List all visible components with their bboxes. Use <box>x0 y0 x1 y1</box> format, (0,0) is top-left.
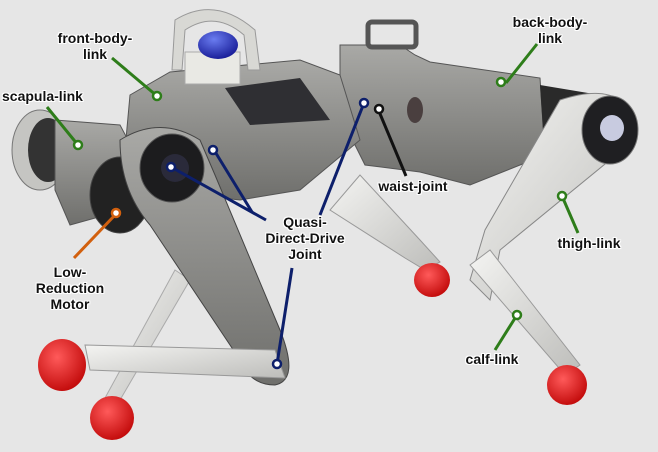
label-waist-joint: waist-joint <box>378 178 448 194</box>
dot-front-body-link <box>151 90 163 102</box>
dot-calf-link <box>511 309 523 321</box>
label-low-reduction-motor: Low- Reduction Motor <box>35 264 105 312</box>
label-quasi-direct-drive-joint: Quasi- Direct-Drive Joint <box>265 214 345 262</box>
callout-line-qdd-4 <box>275 267 294 365</box>
callout-line-qdd-3 <box>318 102 366 216</box>
dot-qdd-1 <box>207 144 219 156</box>
foot-front-right <box>38 339 86 391</box>
dot-back-body-link <box>495 76 507 88</box>
label-front-body-link: front-body- link <box>57 30 133 62</box>
callout-line-scapula-link <box>45 106 80 146</box>
dot-qdd-3 <box>358 97 370 109</box>
dot-low-reduction-motor <box>110 207 122 219</box>
foot-front-left <box>90 396 134 440</box>
label-calf-link: calf-link <box>465 351 519 367</box>
front-right-calf <box>38 339 286 391</box>
callout-line-thigh-link <box>560 195 580 234</box>
callout-line-calf-link <box>493 314 519 351</box>
callout-line-qdd-2 <box>170 165 267 222</box>
rear-left-leg <box>329 174 450 297</box>
dot-qdd-2 <box>165 161 177 173</box>
label-thigh-link: thigh-link <box>557 235 621 251</box>
callout-dots <box>72 76 568 370</box>
rear-right-thigh <box>469 92 639 302</box>
rear-right-calf <box>469 249 587 405</box>
dot-scapula-link <box>72 139 84 151</box>
dot-waist-joint <box>373 103 385 115</box>
callout-lines <box>45 43 580 365</box>
lidar-dome <box>198 31 238 59</box>
callout-line-low-reduction-motor <box>72 212 118 260</box>
callout-line-qdd-1 <box>212 149 254 213</box>
dot-thigh-link <box>556 190 568 202</box>
label-back-body-link: back-body- link <box>512 14 588 46</box>
foot-rear-right <box>547 365 587 405</box>
callout-line-waist-joint <box>376 108 408 177</box>
dot-qdd-4 <box>271 358 283 370</box>
foot-rear-left <box>414 263 450 297</box>
rear-handle <box>365 19 419 50</box>
callout-line-back-body-link <box>504 43 539 84</box>
label-scapula-link: scapula-link <box>2 88 83 104</box>
callout-line-front-body-link <box>111 56 158 98</box>
